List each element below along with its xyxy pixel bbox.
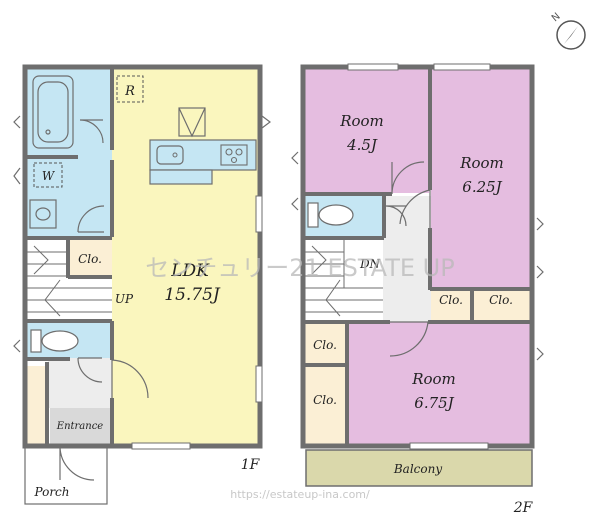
porch-label: Porch (34, 485, 70, 499)
doors-2f (385, 161, 431, 357)
toilet-1f-fixture (30, 329, 79, 353)
fridge-mark (116, 75, 144, 103)
balcony (305, 449, 533, 487)
closet-2f-c (305, 324, 346, 364)
compass-n-mark: N (550, 11, 563, 24)
floor-1: R W Clo. (13, 64, 271, 505)
floor-2: DN Room 4.5J Room 6.25J Room 6.75J Clo. … (291, 63, 544, 516)
ldk-size: 15.75J (164, 285, 221, 305)
ldk-area (112, 69, 258, 444)
toilet-1f-door (77, 357, 103, 383)
hall-1f (48, 358, 112, 408)
closet-2f-b-label: Clo. (489, 293, 513, 307)
range-hood (178, 107, 206, 138)
stair-treads-1f (27, 245, 112, 317)
ldk-name: LDK (170, 261, 210, 281)
closet-2f-c-label: Clo. (313, 338, 337, 352)
floor-2-label: 2F (513, 500, 534, 516)
wash-window (13, 167, 21, 185)
room-4-5-size: 4.5J (346, 136, 378, 154)
entrance-label: Entrance (56, 421, 104, 432)
closet-1f-label: Clo. (78, 252, 102, 266)
bathtub (32, 75, 74, 149)
hall-2f (383, 196, 431, 322)
interior-walls-2f (303, 67, 532, 446)
stairs-1f (27, 240, 68, 320)
sink (156, 145, 184, 165)
stair-treads-2f (305, 240, 383, 317)
closet-2f-a (431, 289, 471, 322)
entrance-floor (50, 408, 112, 444)
room-4-5-name: Room (339, 112, 384, 130)
watermark-url: https://estateup-ina.com/ (230, 488, 370, 501)
windows-1f (131, 195, 263, 450)
room-6-75 (348, 322, 530, 444)
shoe-closet (27, 366, 46, 444)
fridge-label: R (124, 84, 135, 99)
wash-basin (29, 199, 57, 229)
room-6-75-size: 6.75J (414, 394, 454, 412)
balcony-label: Balcony (393, 462, 442, 476)
stairs-dn-label: DN (359, 257, 381, 271)
toilet-2f-fixture (307, 202, 354, 228)
stairs-up-label: UP (115, 292, 134, 306)
stove (220, 144, 248, 166)
interior-walls-1f (25, 67, 114, 446)
washer-mark (33, 162, 63, 188)
porch (24, 445, 108, 505)
kitchen-counter (149, 107, 257, 185)
ldk-door (111, 359, 149, 399)
closet-2f-d (305, 366, 346, 444)
window-marks-2f (291, 151, 544, 361)
watermark: センチュリー21 ESTATE UP (145, 254, 454, 282)
floor-1-label: 1F (241, 457, 261, 473)
closet-2f-a-label: Clo. (439, 293, 463, 307)
room-6-75-name: Room (411, 370, 456, 388)
room-6-25-name: Room (459, 154, 504, 172)
bath-door (79, 119, 104, 144)
windows-2f (347, 63, 491, 450)
closet-2f-d-label: Clo. (313, 393, 337, 407)
washer-label: W (42, 169, 56, 183)
compass: N (550, 11, 586, 50)
wash-door (77, 205, 105, 233)
room-6-25 (431, 69, 530, 289)
room-6-25-size: 6.25J (462, 178, 502, 196)
closet-1f (68, 240, 112, 276)
room-4-5 (305, 69, 429, 193)
window-marks-1f (13, 115, 271, 353)
closet-2f-b (473, 289, 530, 322)
